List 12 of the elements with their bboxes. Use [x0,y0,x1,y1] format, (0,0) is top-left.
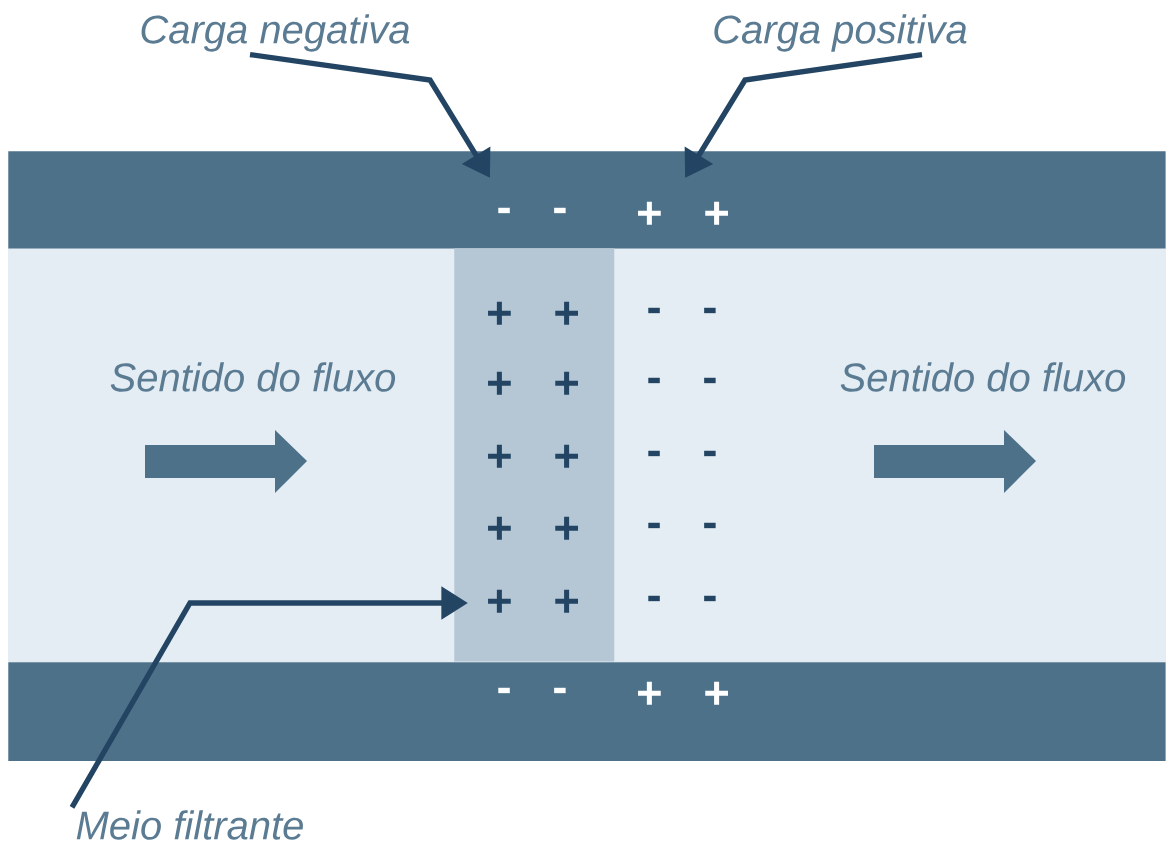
callout-text: Carga positiva [714,14,967,52]
flow-label: Sentido do fluxo [840,362,1126,392]
charge-signs: - - [648,307,716,314]
charge-signs: - - [648,522,716,529]
callout-text: Meio filtrante [76,810,303,840]
charge-signs: - - [648,377,716,384]
flow-label: Sentido do fluxo [110,362,396,392]
charge-signs: - - [648,595,716,602]
callout-text: Carga negativa [141,14,410,52]
filter-medium-band: + + + + + + + + + + [454,248,615,662]
wall-bar: - - + + [8,151,1166,249]
wall-bar: - - + + [8,662,1166,761]
